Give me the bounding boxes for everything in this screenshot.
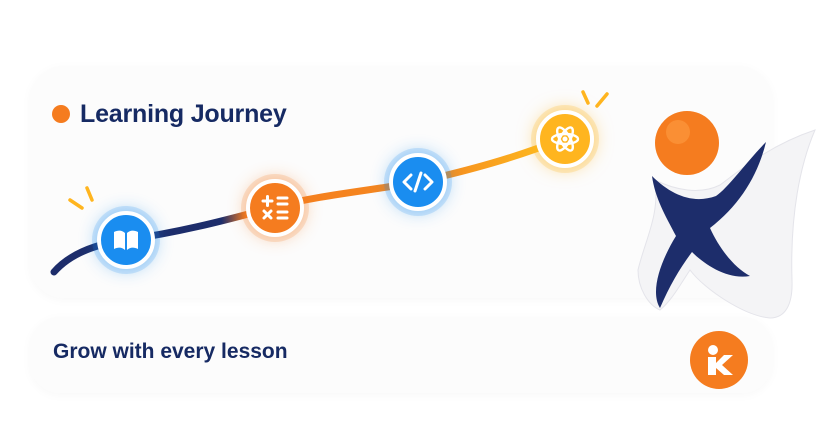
tagline-card bbox=[30, 317, 772, 393]
title-row: Learning Journey bbox=[52, 99, 287, 129]
book-icon bbox=[114, 230, 138, 250]
mascot-figure bbox=[637, 111, 816, 319]
milestone-book bbox=[97, 211, 155, 269]
milestone-science bbox=[536, 110, 594, 168]
sparkle-right bbox=[581, 90, 609, 108]
calculator-icon bbox=[261, 195, 289, 220]
milestone-code bbox=[389, 153, 447, 211]
atom-icon bbox=[550, 126, 580, 152]
tagline: Grow with every lesson bbox=[53, 340, 288, 363]
milestone-math bbox=[246, 179, 304, 237]
code-icon bbox=[402, 171, 434, 193]
title-dot bbox=[52, 105, 70, 123]
k-logo-badge-icon bbox=[708, 345, 733, 375]
sparkle-left bbox=[68, 186, 94, 210]
page-title: Learning Journey bbox=[80, 99, 287, 128]
brand-badge bbox=[690, 331, 748, 389]
